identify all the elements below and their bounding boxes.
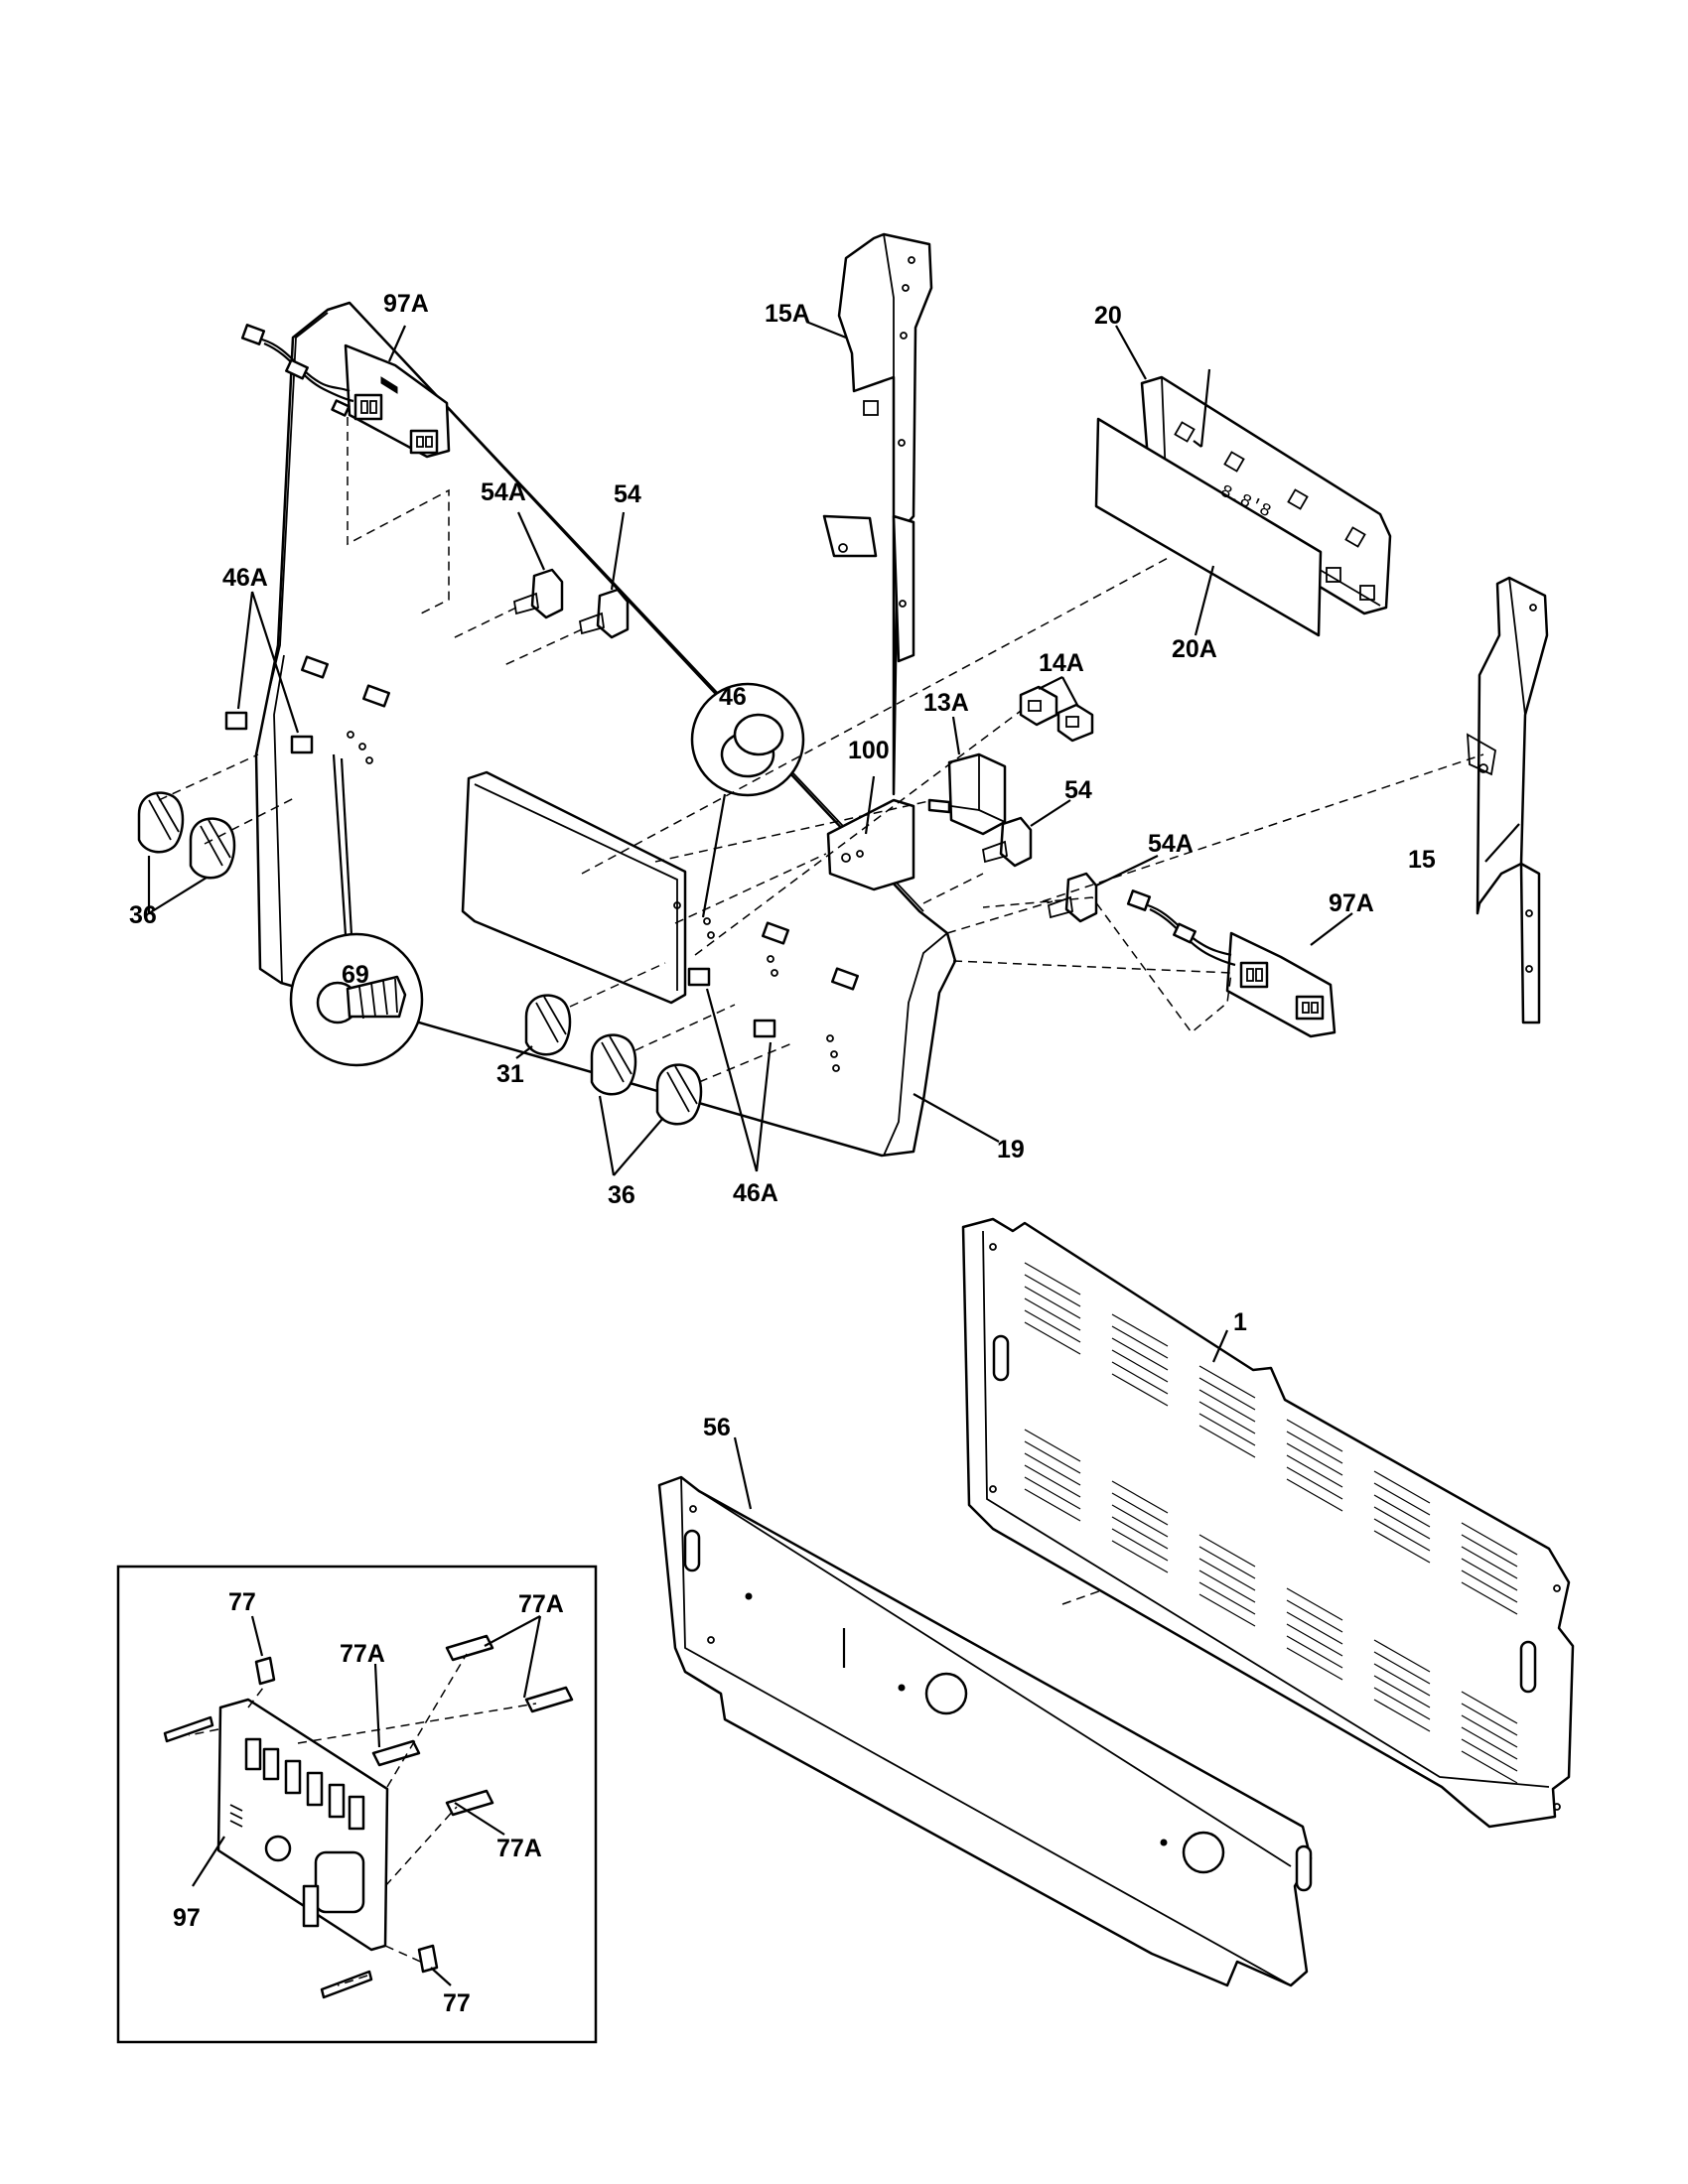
label-19: 19 bbox=[997, 1136, 1025, 1163]
label-54a-right: 54A bbox=[1148, 830, 1194, 858]
label-46a-bottom: 46A bbox=[733, 1179, 778, 1207]
label-20: 20 bbox=[1094, 302, 1122, 330]
label-31: 31 bbox=[496, 1060, 524, 1088]
label-97a-right: 97A bbox=[1329, 889, 1374, 917]
switches-14a bbox=[1019, 685, 1094, 743]
label-36-left: 36 bbox=[129, 901, 157, 929]
infinite-switch-54-right bbox=[981, 816, 1033, 868]
label-1: 1 bbox=[1233, 1308, 1247, 1336]
back-panel-1 bbox=[961, 1217, 1575, 1829]
label-77a-right-bottom: 77A bbox=[496, 1835, 542, 1862]
label-46: 46 bbox=[719, 683, 747, 711]
label-36-bottom: 36 bbox=[608, 1181, 635, 1209]
label-100: 100 bbox=[848, 737, 890, 764]
infinite-switch-54a-top bbox=[512, 568, 564, 619]
electronic-control-20: 8.8'8 bbox=[1094, 375, 1392, 637]
assembly-lines bbox=[158, 417, 1484, 1605]
label-46a-left: 46A bbox=[222, 564, 268, 592]
control-panel-backguard bbox=[254, 301, 957, 1158]
lower-back-panel-56 bbox=[657, 1475, 1313, 1987]
label-77-top: 77 bbox=[228, 1588, 256, 1616]
leader-lines bbox=[147, 320, 1520, 1986]
label-15a: 15A bbox=[765, 300, 810, 328]
label-97: 97 bbox=[173, 1904, 201, 1932]
side-bracket-15a bbox=[822, 232, 933, 796]
label-56: 56 bbox=[703, 1414, 731, 1441]
knob-36-bottom-1 bbox=[590, 1033, 637, 1096]
label-97a-top: 97A bbox=[383, 290, 429, 318]
bracket-100 bbox=[826, 798, 915, 891]
callout-labels: 97A 15A 20 54A 54 46A 20A 14A 46 13A 100… bbox=[129, 290, 1436, 2017]
label-54a-top: 54A bbox=[481, 478, 526, 506]
label-15: 15 bbox=[1408, 846, 1436, 874]
label-69: 69 bbox=[342, 961, 369, 989]
inset-box-97 bbox=[116, 1565, 598, 2044]
knob-31 bbox=[524, 994, 572, 1056]
relay-board-97a-right bbox=[1126, 889, 1336, 1038]
switch-13a bbox=[927, 752, 1007, 836]
detail-46 bbox=[690, 682, 805, 918]
knob-36-bottom-2 bbox=[655, 1063, 703, 1126]
knob-36-left-1 bbox=[137, 791, 185, 854]
clips-46a bbox=[224, 711, 776, 1038]
label-77a-right-top: 77A bbox=[518, 1590, 564, 1618]
label-54-right: 54 bbox=[1064, 776, 1092, 804]
detail-69 bbox=[289, 753, 424, 1067]
label-13a: 13A bbox=[923, 689, 969, 717]
knob-36-left-2 bbox=[189, 817, 236, 880]
label-14a: 14A bbox=[1039, 649, 1084, 677]
label-20a: 20A bbox=[1172, 635, 1217, 663]
side-bracket-15 bbox=[1466, 576, 1549, 1024]
label-77-bottom: 77 bbox=[443, 1989, 471, 2017]
label-77a-left: 77A bbox=[340, 1640, 385, 1668]
label-54-top: 54 bbox=[614, 480, 641, 508]
louvers bbox=[1024, 1262, 1518, 1784]
relay-board-97a-upper bbox=[240, 324, 451, 459]
infinite-switch-54-top bbox=[578, 588, 630, 639]
